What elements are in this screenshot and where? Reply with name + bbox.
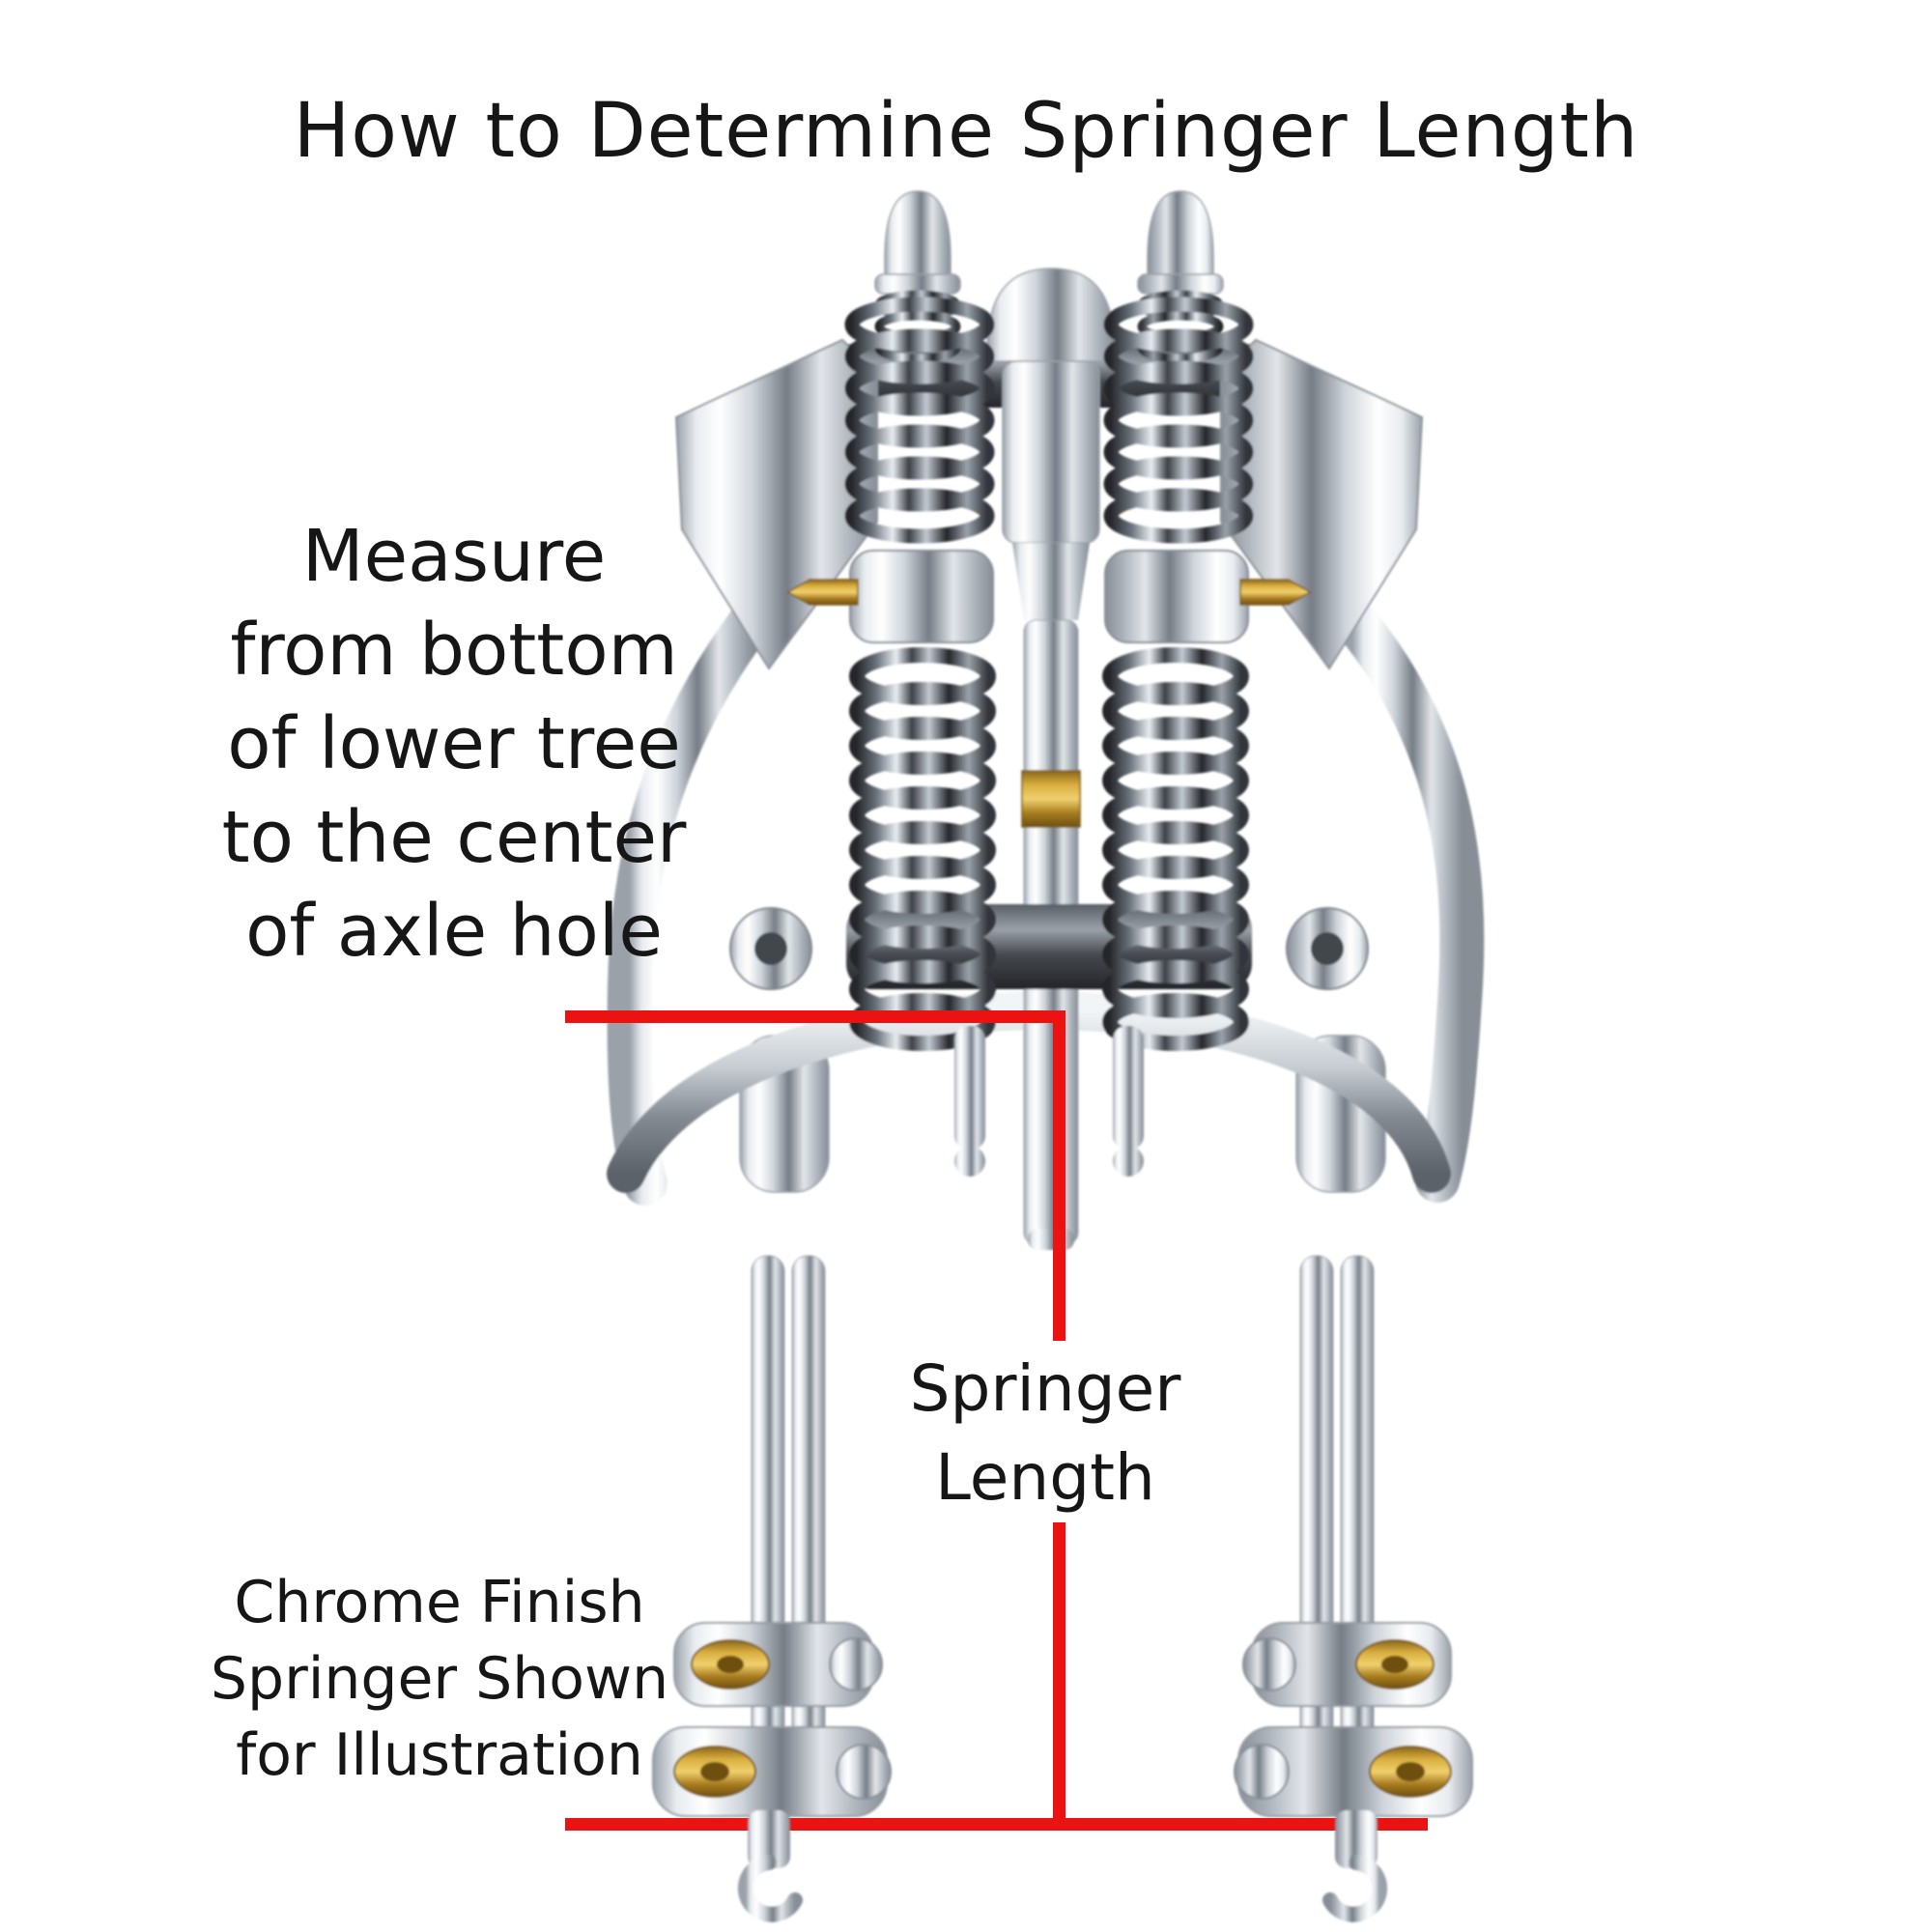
steering-stem — [986, 268, 1116, 1250]
measure-instruction-line: of axle hole — [245, 890, 663, 973]
measure-instruction-line: to the center — [221, 796, 687, 879]
measurement-line-top — [565, 1010, 1065, 1023]
right-rocker-assembly — [1235, 1623, 1472, 1915]
springer-length-label-line: Springer — [909, 1351, 1181, 1426]
page-title: How to Determine Springer Length — [293, 88, 1639, 175]
right-rear-leg-tube — [1340, 1255, 1375, 1794]
left-front-leg-tube — [791, 1255, 826, 1790]
measure-instruction: Measure from bottom of lower tree to the… — [135, 510, 773, 979]
right-rod-nut — [1113, 1146, 1144, 1177]
measure-instruction-line: from bottom — [230, 609, 678, 692]
left-rod-nut — [954, 1146, 985, 1177]
footnote-line: Chrome Finish — [234, 1569, 645, 1636]
springer-length-label-line: Length — [935, 1440, 1155, 1515]
measure-instruction-line: Measure — [301, 515, 607, 598]
brass-sleeve — [1021, 770, 1081, 828]
footnote: Chrome Finish Springer Shown for Illustr… — [126, 1565, 753, 1794]
footnote-line: for Illustration — [236, 1721, 643, 1789]
measurement-line-vertical-upper — [1053, 1010, 1065, 1341]
right-rigid-leg-upper — [1330, 596, 1485, 1203]
springer-length-label: Springer Length — [804, 1345, 1287, 1522]
left-rear-leg-tube — [751, 1255, 785, 1794]
measure-instruction-line: of lower tree — [227, 702, 681, 785]
measurement-line-vertical-lower — [1053, 1522, 1065, 1831]
right-front-leg-tube — [1299, 1255, 1334, 1790]
measurement-line-bottom — [565, 1818, 1428, 1831]
right-spring-rod-stub — [1113, 1026, 1144, 1150]
footnote-line: Springer Shown — [210, 1645, 669, 1713]
left-spring-rod-stub — [954, 1026, 985, 1150]
